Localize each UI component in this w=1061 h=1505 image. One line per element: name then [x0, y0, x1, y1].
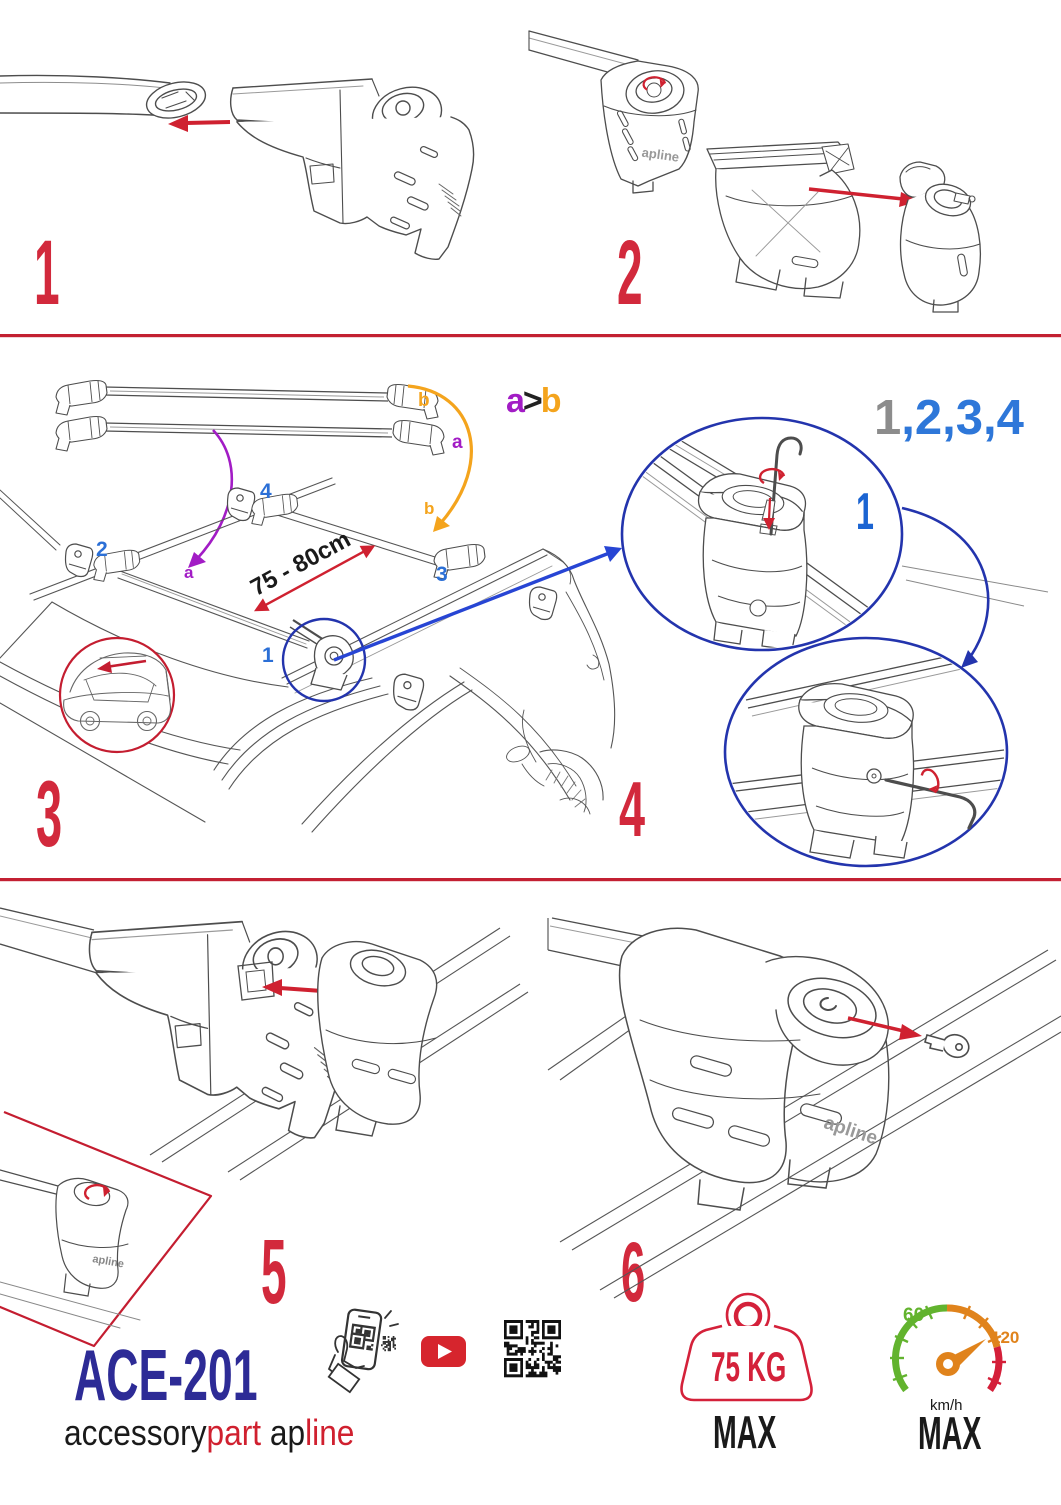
svg-text:5: 5: [261, 1221, 287, 1323]
svg-text:b: b: [418, 390, 430, 411]
svg-text:a: a: [452, 432, 463, 453]
svg-text:accessorypart apline: accessorypart apline: [64, 1413, 354, 1453]
svg-text:120: 120: [991, 1328, 1019, 1347]
svg-text:4: 4: [260, 480, 272, 503]
svg-text:apline: apline: [91, 1253, 124, 1270]
svg-text:km/h: km/h: [930, 1397, 963, 1414]
svg-text:4: 4: [619, 766, 645, 853]
svg-text:1: 1: [34, 222, 60, 324]
svg-text:2: 2: [96, 538, 108, 561]
svg-text:6: 6: [621, 1226, 645, 1320]
svg-text:2: 2: [617, 222, 643, 324]
svg-text:1: 1: [262, 644, 274, 667]
svg-text:3: 3: [36, 761, 62, 866]
svg-text:ACE-201: ACE-201: [74, 1335, 258, 1416]
svg-text:b: b: [424, 499, 434, 518]
svg-text:apline: apline: [641, 145, 680, 165]
svg-text:MAX: MAX: [713, 1407, 777, 1459]
svg-text:60: 60: [903, 1305, 924, 1326]
svg-text:MAX: MAX: [918, 1408, 982, 1460]
svg-text:75 KG: 75 KG: [711, 1344, 786, 1391]
svg-text:1: 1: [856, 483, 874, 541]
svg-text:a>b: a>b: [506, 382, 561, 420]
svg-text:1,2,3,4: 1,2,3,4: [874, 391, 1024, 445]
svg-text:3: 3: [436, 563, 448, 586]
svg-text:a: a: [184, 563, 194, 582]
